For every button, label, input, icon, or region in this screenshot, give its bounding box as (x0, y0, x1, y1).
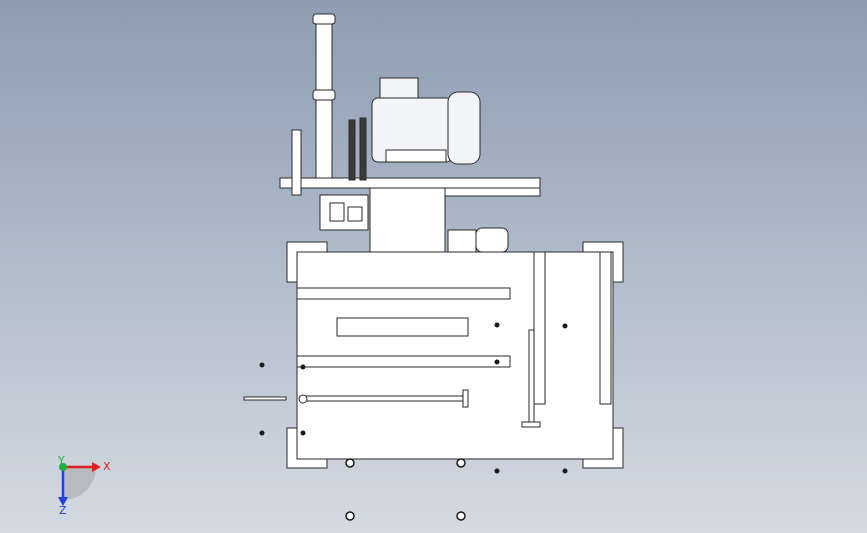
foot-washer (345, 511, 355, 521)
upper-rail (296, 287, 511, 300)
vertical-rail-left (533, 251, 546, 405)
bolt (300, 430, 306, 436)
motor-mount (385, 149, 447, 163)
shaft-end-cap (462, 389, 469, 408)
bolt (259, 362, 265, 368)
vertical-rail-right (599, 251, 612, 405)
cylinder-cap-top (312, 13, 336, 25)
bolt (494, 468, 500, 474)
vertical-rod (528, 329, 535, 423)
z-axis-head (58, 497, 68, 506)
rod-foot (521, 421, 541, 428)
window-slot (336, 317, 469, 337)
support-arm (279, 177, 541, 189)
x-axis-head (92, 462, 101, 472)
z-axis-label: Z (59, 504, 67, 517)
foot-washer (456, 511, 466, 521)
side-bracket-plate (291, 129, 302, 196)
foot-washers (345, 458, 466, 521)
central-housing (369, 187, 446, 253)
bolt (494, 359, 500, 365)
motor-fan-cover (447, 91, 481, 165)
shaft-knob (298, 394, 308, 404)
drive-belt-1 (348, 119, 356, 181)
foot-washer (345, 458, 355, 468)
bolt (562, 323, 568, 329)
x-axis-label: X (103, 460, 111, 473)
lower-rail (296, 355, 511, 368)
fasteners (259, 322, 568, 474)
coordinate-triad: X Y Z (57, 454, 111, 517)
small-motor-body (447, 229, 477, 253)
bolt (494, 322, 500, 328)
bolt (300, 364, 306, 370)
bolt (259, 430, 265, 436)
clamp-block-b (347, 206, 363, 222)
horizontal-shaft (299, 395, 466, 402)
cylinder-collar (312, 89, 336, 101)
y-axis-label: Y (57, 454, 65, 467)
machine-assembly (243, 13, 624, 469)
clamp-block-a (329, 202, 345, 222)
shaft-extension (243, 396, 287, 401)
support-arm-step (444, 187, 541, 197)
triad-shadow-arc (63, 467, 96, 500)
bolt (562, 468, 568, 474)
small-motor-cap (475, 227, 509, 253)
foot-washer (456, 458, 466, 468)
y-axis-point (59, 463, 67, 471)
drive-belt-2 (359, 117, 367, 181)
